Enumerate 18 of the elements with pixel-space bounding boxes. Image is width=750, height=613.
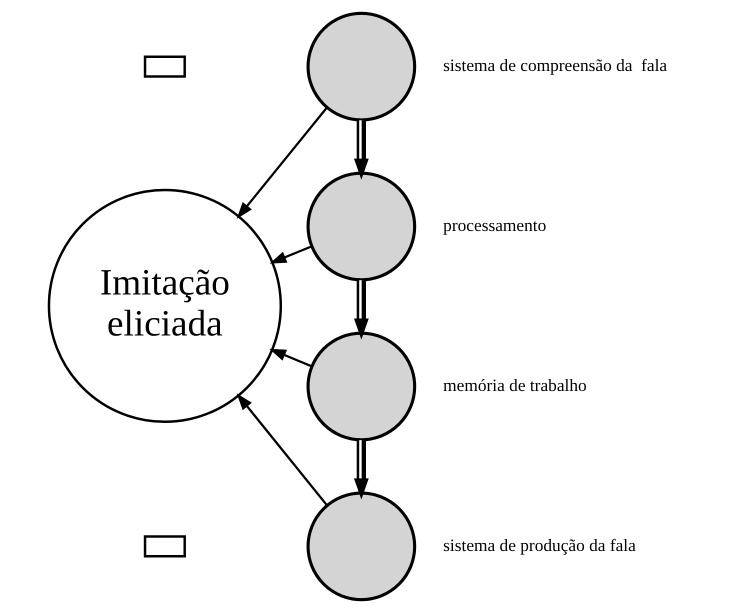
arrow — [236, 393, 328, 506]
arrow — [354, 440, 369, 500]
arrow — [354, 280, 369, 340]
node-circle — [306, 172, 416, 282]
arrow — [270, 245, 312, 264]
node-label: sistema de compreensão da fala — [443, 56, 668, 76]
node-box — [144, 535, 186, 558]
arrow — [236, 107, 328, 219]
node-box — [144, 55, 186, 78]
arrow — [354, 120, 369, 180]
node-circle: Imitação eliciada — [48, 188, 282, 424]
node-circle — [306, 332, 416, 442]
node-circle — [306, 492, 416, 602]
node-label: sistema de produção da fala — [443, 536, 636, 555]
node-label: processamento — [443, 216, 546, 236]
arrow — [269, 348, 312, 368]
node-label: memória de trabalho — [443, 376, 587, 396]
node-circle — [306, 12, 416, 122]
